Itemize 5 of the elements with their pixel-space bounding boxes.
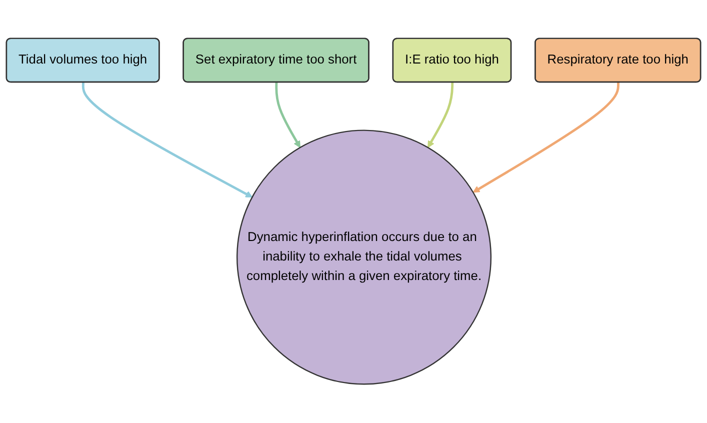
arrow — [428, 82, 454, 148]
node-circle: Dynamic hyperinflation occurs due to an inability to exhale the tidal volumes completely within a given expiratory time. — [236, 130, 492, 385]
arrow — [472, 82, 620, 193]
arrow — [275, 82, 300, 148]
arrow — [82, 82, 253, 198]
